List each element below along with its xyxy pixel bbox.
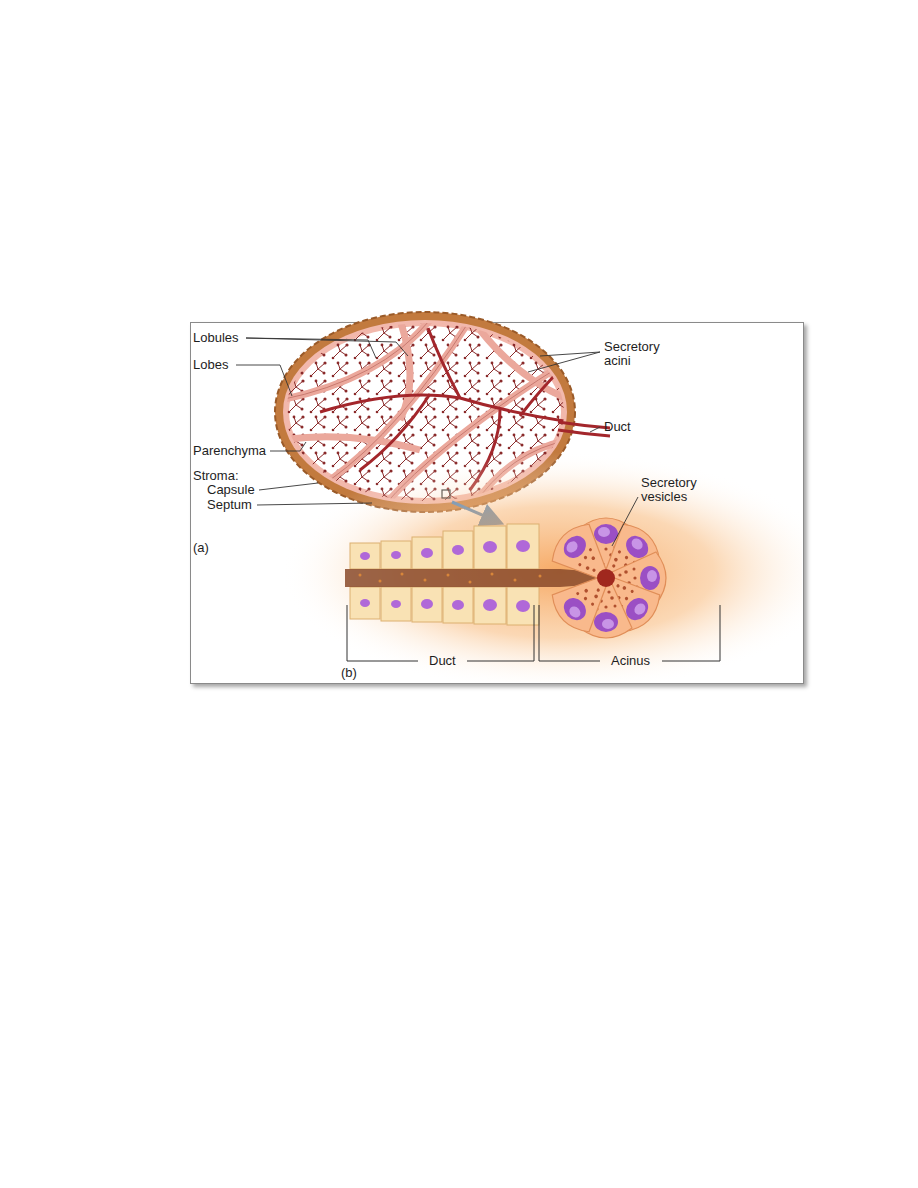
illustration-part — [391, 551, 401, 559]
illustration-part — [359, 573, 542, 584]
illustration-part — [424, 579, 427, 582]
illustration-part — [280, 437, 420, 450]
illustration-part — [359, 574, 362, 577]
illustration-part — [507, 524, 539, 569]
illustration-part — [469, 581, 472, 584]
illustration-part — [514, 579, 517, 582]
illustration-part — [320, 395, 600, 426]
illustration-part — [347, 605, 418, 661]
illustration-part — [540, 352, 600, 356]
illustration-part — [246, 338, 408, 356]
illustration-part — [516, 600, 530, 612]
illustration-part — [412, 537, 442, 569]
illustration-part — [280, 452, 802, 682]
illustration-part — [480, 330, 570, 400]
part-label: Parenchyma — [193, 444, 266, 458]
illustration-part — [259, 483, 318, 490]
illustration-part — [360, 599, 370, 607]
illustration-part — [539, 605, 600, 661]
illustration-part — [662, 605, 720, 661]
illustration-part — [350, 543, 380, 569]
illustration-part — [612, 497, 638, 546]
illustration-part — [381, 587, 411, 621]
illustration-part — [391, 600, 401, 608]
illustration-part — [350, 587, 380, 619]
illustration-part — [347, 605, 720, 661]
illustration-part — [520, 370, 560, 416]
illustration-part — [360, 394, 430, 470]
illustration-part — [381, 541, 411, 569]
part-label: Duct — [429, 654, 456, 668]
illustration-part — [443, 531, 473, 569]
illustration-part — [590, 427, 600, 432]
part-label: Septum — [207, 498, 252, 512]
illustration-part — [558, 430, 610, 436]
part-label: Duct — [604, 420, 631, 434]
part-label: (a) — [193, 541, 209, 555]
illustration-part — [483, 541, 497, 553]
illustration-part — [428, 328, 460, 398]
illustration-part — [545, 564, 620, 639]
illustration-part — [330, 320, 470, 480]
illustration-part — [236, 338, 638, 546]
illustration-part — [452, 545, 464, 555]
illustration-part — [558, 422, 610, 428]
illustration-part — [452, 600, 464, 610]
illustration-part — [360, 552, 370, 560]
part-label: Acinus — [611, 654, 650, 668]
illustration-part — [545, 517, 620, 592]
illustration-part — [516, 540, 530, 552]
illustration-part — [528, 352, 600, 372]
illustration-part — [257, 503, 372, 505]
illustration-part — [412, 587, 442, 622]
part-label: Lobes — [193, 358, 228, 372]
illustration-part — [539, 575, 542, 578]
illustration-part — [379, 580, 382, 583]
illustration-part — [270, 442, 306, 451]
illustration-part — [236, 365, 292, 396]
illustration-part — [421, 599, 433, 609]
illustration-part — [345, 569, 600, 587]
illustration-part — [280, 320, 430, 400]
illustration-part — [474, 587, 506, 624]
part-label: (b) — [341, 666, 357, 680]
part-label: Capsule — [207, 483, 255, 497]
illustration-part — [280, 452, 802, 682]
part-label: Stroma: — [193, 469, 239, 483]
illustration-part — [483, 599, 497, 611]
illustration-part — [474, 526, 506, 569]
illustration-part — [597, 569, 615, 587]
illustration-part — [447, 574, 450, 577]
illustration-part — [491, 573, 494, 576]
illustration-part — [421, 548, 433, 558]
illustration-part — [401, 573, 404, 576]
part-label: Lobules — [193, 331, 239, 345]
part-label: Secretory vesicles — [641, 476, 713, 504]
illustration-part — [467, 605, 534, 661]
part-label: Secretory acini — [604, 340, 676, 368]
illustration-part — [443, 587, 473, 623]
illustration-part — [330, 320, 470, 480]
